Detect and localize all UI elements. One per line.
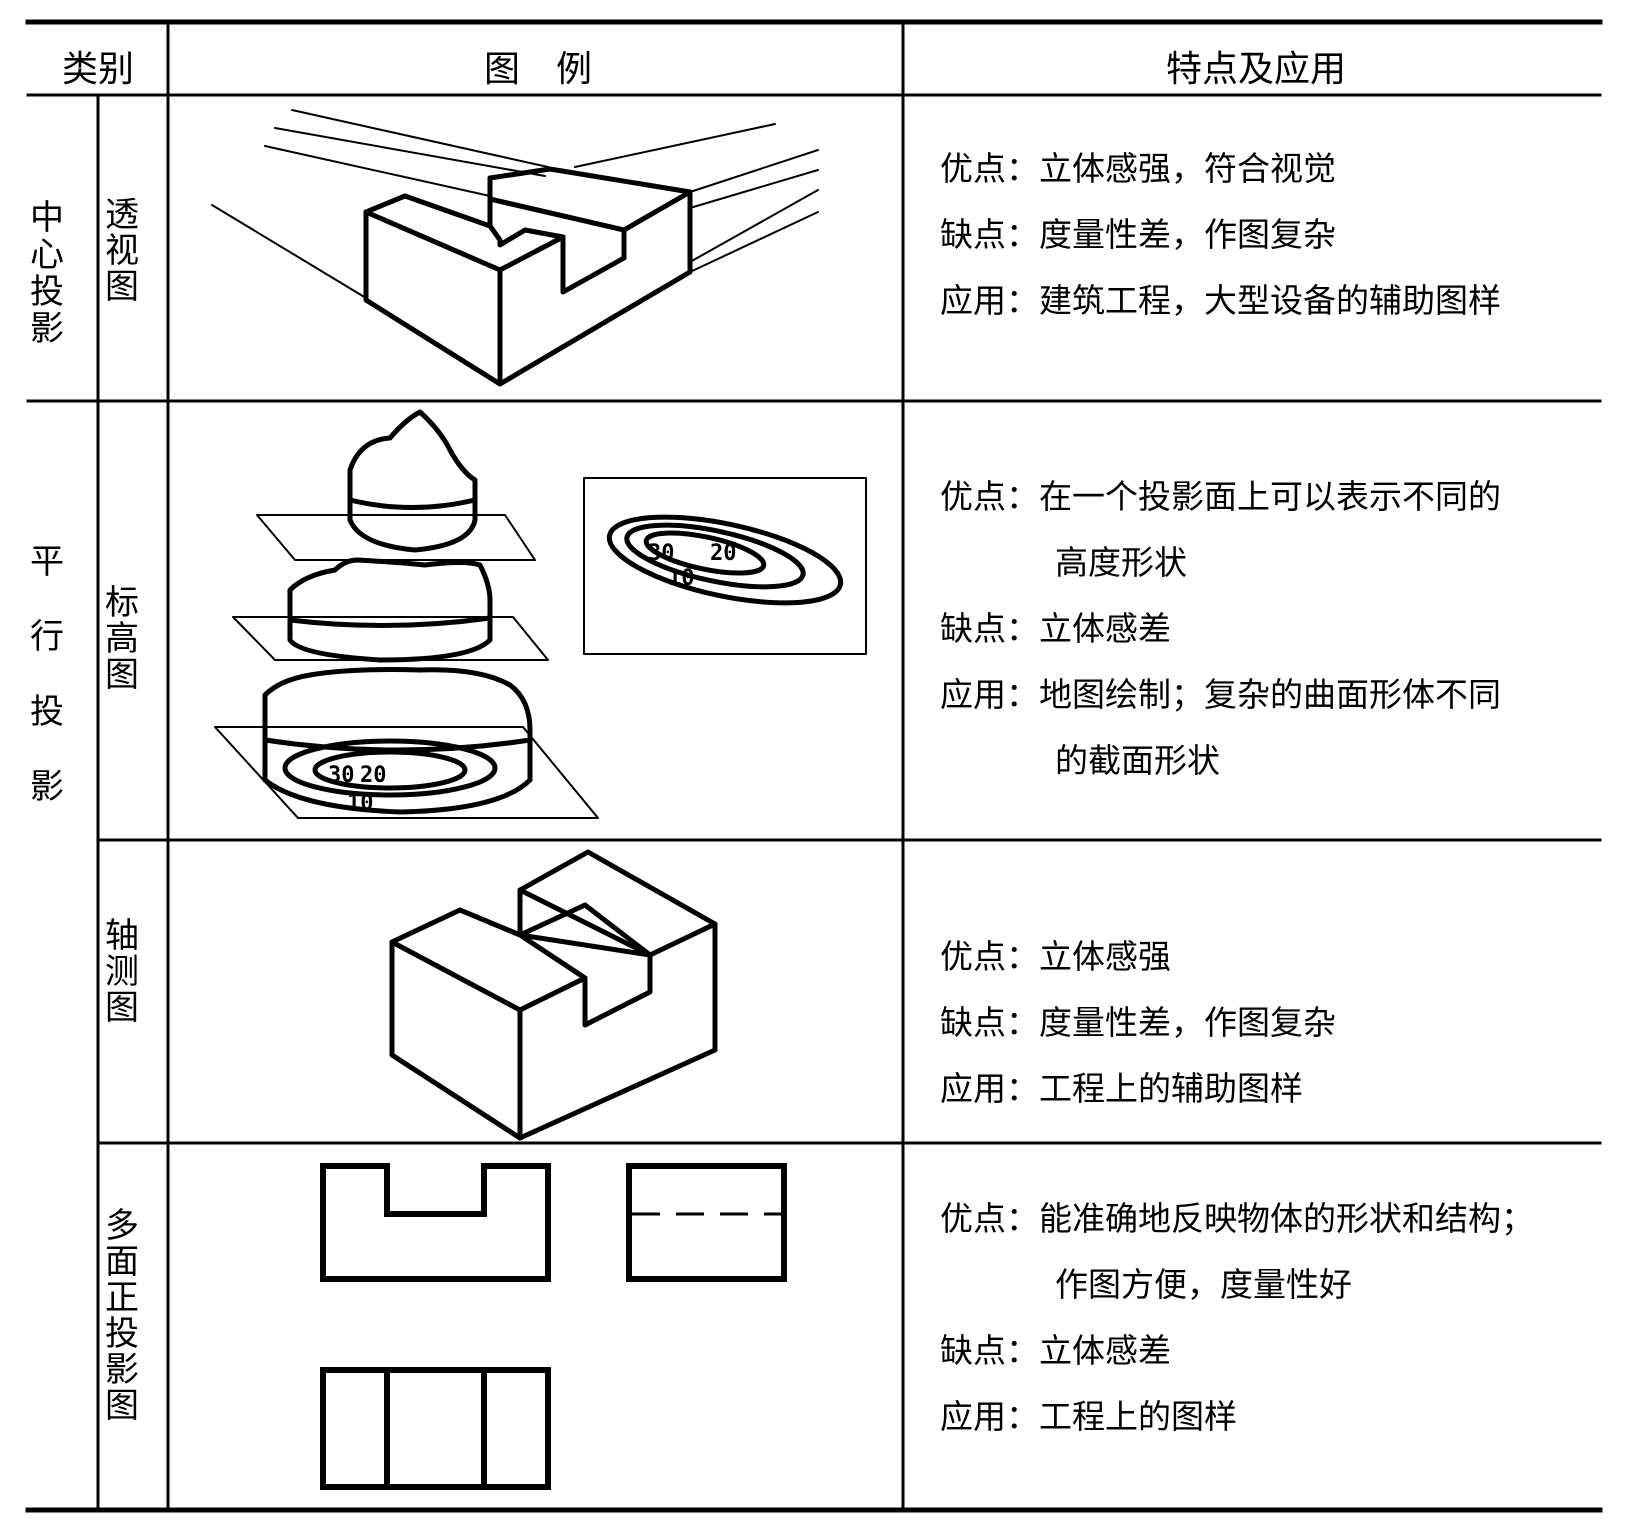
features-multiview: 优点：能准确地反映物体的形状和结构； 作图方便，度量性好 缺点：立体感差 应用：… (940, 1186, 1534, 1450)
row-type-multiview: 多面正投影图 (105, 1206, 139, 1426)
features-perspective: 优点：立体感强，符合视觉 缺点：度量性差，作图复杂 应用：建筑工程，大型设备的辅… (940, 136, 1501, 334)
feature-line: 缺点：度量性差，作图复杂 (940, 1003, 1336, 1042)
group-parallel-projection: 平 行 投 影 (30, 542, 98, 807)
feature-line: 优点：能准确地反映物体的形状和结构； (940, 1199, 1534, 1238)
row-type-axonometric: 轴测图 (105, 916, 139, 1028)
contour-label: 30 (648, 541, 675, 566)
features-contour: 优点：在一个投影面上可以表示不同的 高度形状 缺点：立体感差 应用：地图绘制；复… (940, 464, 1501, 794)
feature-line: 缺点：立体感差 (940, 1331, 1171, 1370)
feature-line: 应用：工程上的辅助图样 (940, 1069, 1303, 1108)
header-features: 特点及应用 (1166, 49, 1347, 90)
contour-label: 20 (710, 541, 737, 566)
header-illustration: 图 例 (484, 49, 593, 90)
feature-line: 应用：地图绘制；复杂的曲面形体不同 (940, 675, 1501, 714)
feature-line: 优点：立体感强，符合视觉 (940, 149, 1336, 188)
multiview-figure (320, 1163, 787, 1490)
feature-line: 优点：在一个投影面上可以表示不同的 (940, 477, 1501, 516)
features-axonometric: 优点：立体感强 缺点：度量性差，作图复杂 应用：工程上的辅助图样 (940, 924, 1336, 1122)
feature-line: 应用：建筑工程，大型设备的辅助图样 (940, 281, 1501, 320)
contour-figure: 30 20 10 30 20 10 (214, 409, 867, 819)
feature-line: 缺点：立体感差 (940, 609, 1171, 648)
feature-line: 作图方便，度量性好 (1055, 1265, 1352, 1304)
contour-label: 20 (360, 763, 387, 788)
row-type-contour: 标高图 (105, 583, 139, 695)
perspective-figure (211, 109, 819, 387)
axonometric-figure (389, 849, 718, 1141)
feature-line: 优点：立体感强 (940, 937, 1171, 976)
contour-label: 10 (668, 566, 695, 591)
feature-line: 高度形状 (1055, 543, 1187, 582)
row-type-perspective: 透视图 (105, 195, 139, 307)
feature-line: 的截面形状 (1055, 741, 1220, 780)
feature-line: 应用：工程上的图样 (940, 1397, 1237, 1436)
contour-label: 10 (347, 791, 374, 816)
contour-label: 30 (328, 763, 355, 788)
group-central-projection: 中心投影 (30, 198, 64, 349)
header-category: 类别 (62, 49, 135, 90)
feature-line: 缺点：度量性差，作图复杂 (940, 215, 1336, 254)
